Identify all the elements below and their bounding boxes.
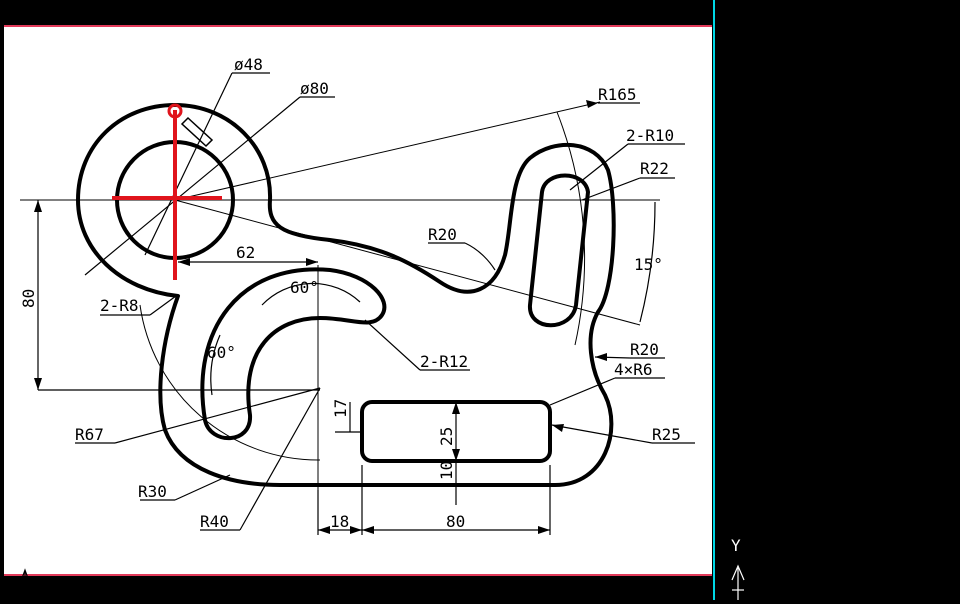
curved-slot — [200, 267, 387, 441]
dim-18: 18 — [330, 512, 349, 531]
dimension-arrowheads — [34, 100, 607, 534]
dim-r22: R22 — [640, 159, 669, 178]
dimension-geometry — [37, 72, 695, 535]
inclined-slot — [527, 173, 591, 328]
dim-62: 62 — [236, 243, 255, 262]
dim-r20-right: R20 — [630, 340, 659, 359]
dim-r20-mid: R20 — [428, 225, 457, 244]
dim-60-top: 60° — [290, 278, 319, 297]
dim-17: 17 — [331, 399, 350, 418]
dim-dia48: ø48 — [234, 55, 263, 74]
dim-r30: R30 — [138, 482, 167, 501]
dim-25: 25 — [437, 427, 456, 446]
crosshair-cursor — [112, 103, 222, 280]
ucs-icon-model — [731, 564, 745, 600]
dim-60-left: 60° — [207, 343, 236, 362]
dim-2-r12: 2-R12 — [420, 352, 468, 371]
pick-marker — [180, 116, 214, 148]
dim-r165: R165 — [598, 85, 637, 104]
dim-r40: R40 — [200, 512, 229, 531]
dim-4xr6: 4×R6 — [614, 360, 653, 379]
dim-80-bottom: 80 — [446, 512, 465, 531]
ucs-icon-paper — [19, 568, 31, 600]
dim-r67: R67 — [75, 425, 104, 444]
ucs-y-label: Y — [731, 536, 741, 555]
dim-15-deg: 15° — [634, 255, 663, 274]
dim-2-r10: 2-R10 — [626, 126, 674, 145]
dim-10: 10 — [437, 461, 456, 480]
dim-r25: R25 — [652, 425, 681, 444]
dim-80-left: 80 — [19, 289, 38, 308]
dim-2-r8: 2-R8 — [100, 296, 139, 315]
dim-dia80: ø80 — [300, 79, 329, 98]
